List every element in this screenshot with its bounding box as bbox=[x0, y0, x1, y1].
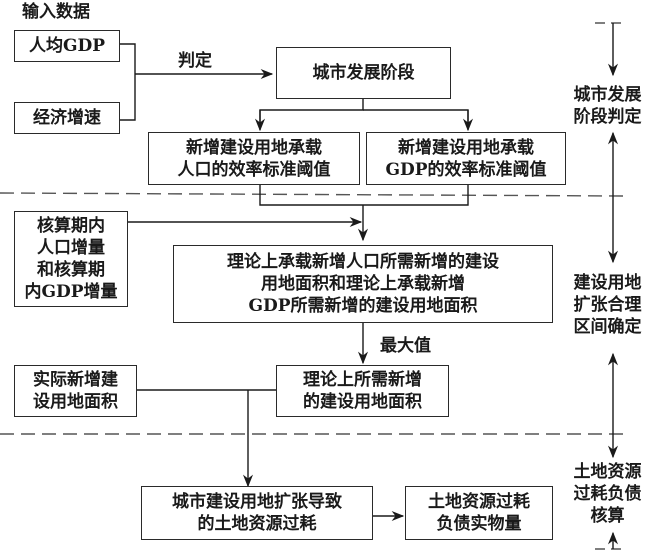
input-data-heading: 输入数据 bbox=[22, 2, 90, 22]
node-gdp-per-capita: 人均GDP bbox=[14, 30, 120, 62]
node-urban-stage: 城市发展阶段 bbox=[276, 47, 451, 99]
edge-label-judge: 判定 bbox=[178, 51, 212, 71]
node-increments: 核算期内 人口增量 和核算期 内GDP增量 bbox=[14, 211, 128, 307]
stage-label-debt-accounting: 土地资源 过耗负债 核算 bbox=[573, 462, 642, 526]
node-economic-growth: 经济增速 bbox=[14, 102, 120, 134]
node-theoretical-areas: 理论上承载新增人口所需新增的建设 用地面积和理论上承载新增 GDP所需新增的建设… bbox=[173, 245, 553, 323]
node-pop-threshold: 新增建设用地承载 人口的效率标准阈值 bbox=[148, 132, 360, 185]
connector-stage-right bbox=[363, 109, 469, 128]
stage-label-land-expansion: 建设用地 扩张合理 区间确定 bbox=[573, 273, 642, 337]
connector-stage-split bbox=[259, 98, 364, 128]
stage-separator-1 bbox=[0, 192, 626, 197]
node-gdp-threshold: 新增建设用地承载 GDP的效率标准阈值 bbox=[366, 132, 566, 185]
node-overconsumption: 城市建设用地扩张导致 的土地资源过耗 bbox=[141, 486, 373, 540]
connector-gdp bbox=[120, 43, 136, 121]
stage-label-urban-stage: 城市发展 阶段判定 bbox=[573, 85, 642, 127]
node-theoretical-required: 理论上所需新增 的建设用地面积 bbox=[276, 365, 449, 417]
node-debt-quantity: 土地资源过耗 负债实物量 bbox=[405, 486, 553, 540]
edge-label-max-value: 最大值 bbox=[380, 336, 431, 356]
connector-thresholds-merge bbox=[259, 185, 469, 206]
node-actual-new-land: 实际新增建 设用地面积 bbox=[14, 365, 137, 417]
